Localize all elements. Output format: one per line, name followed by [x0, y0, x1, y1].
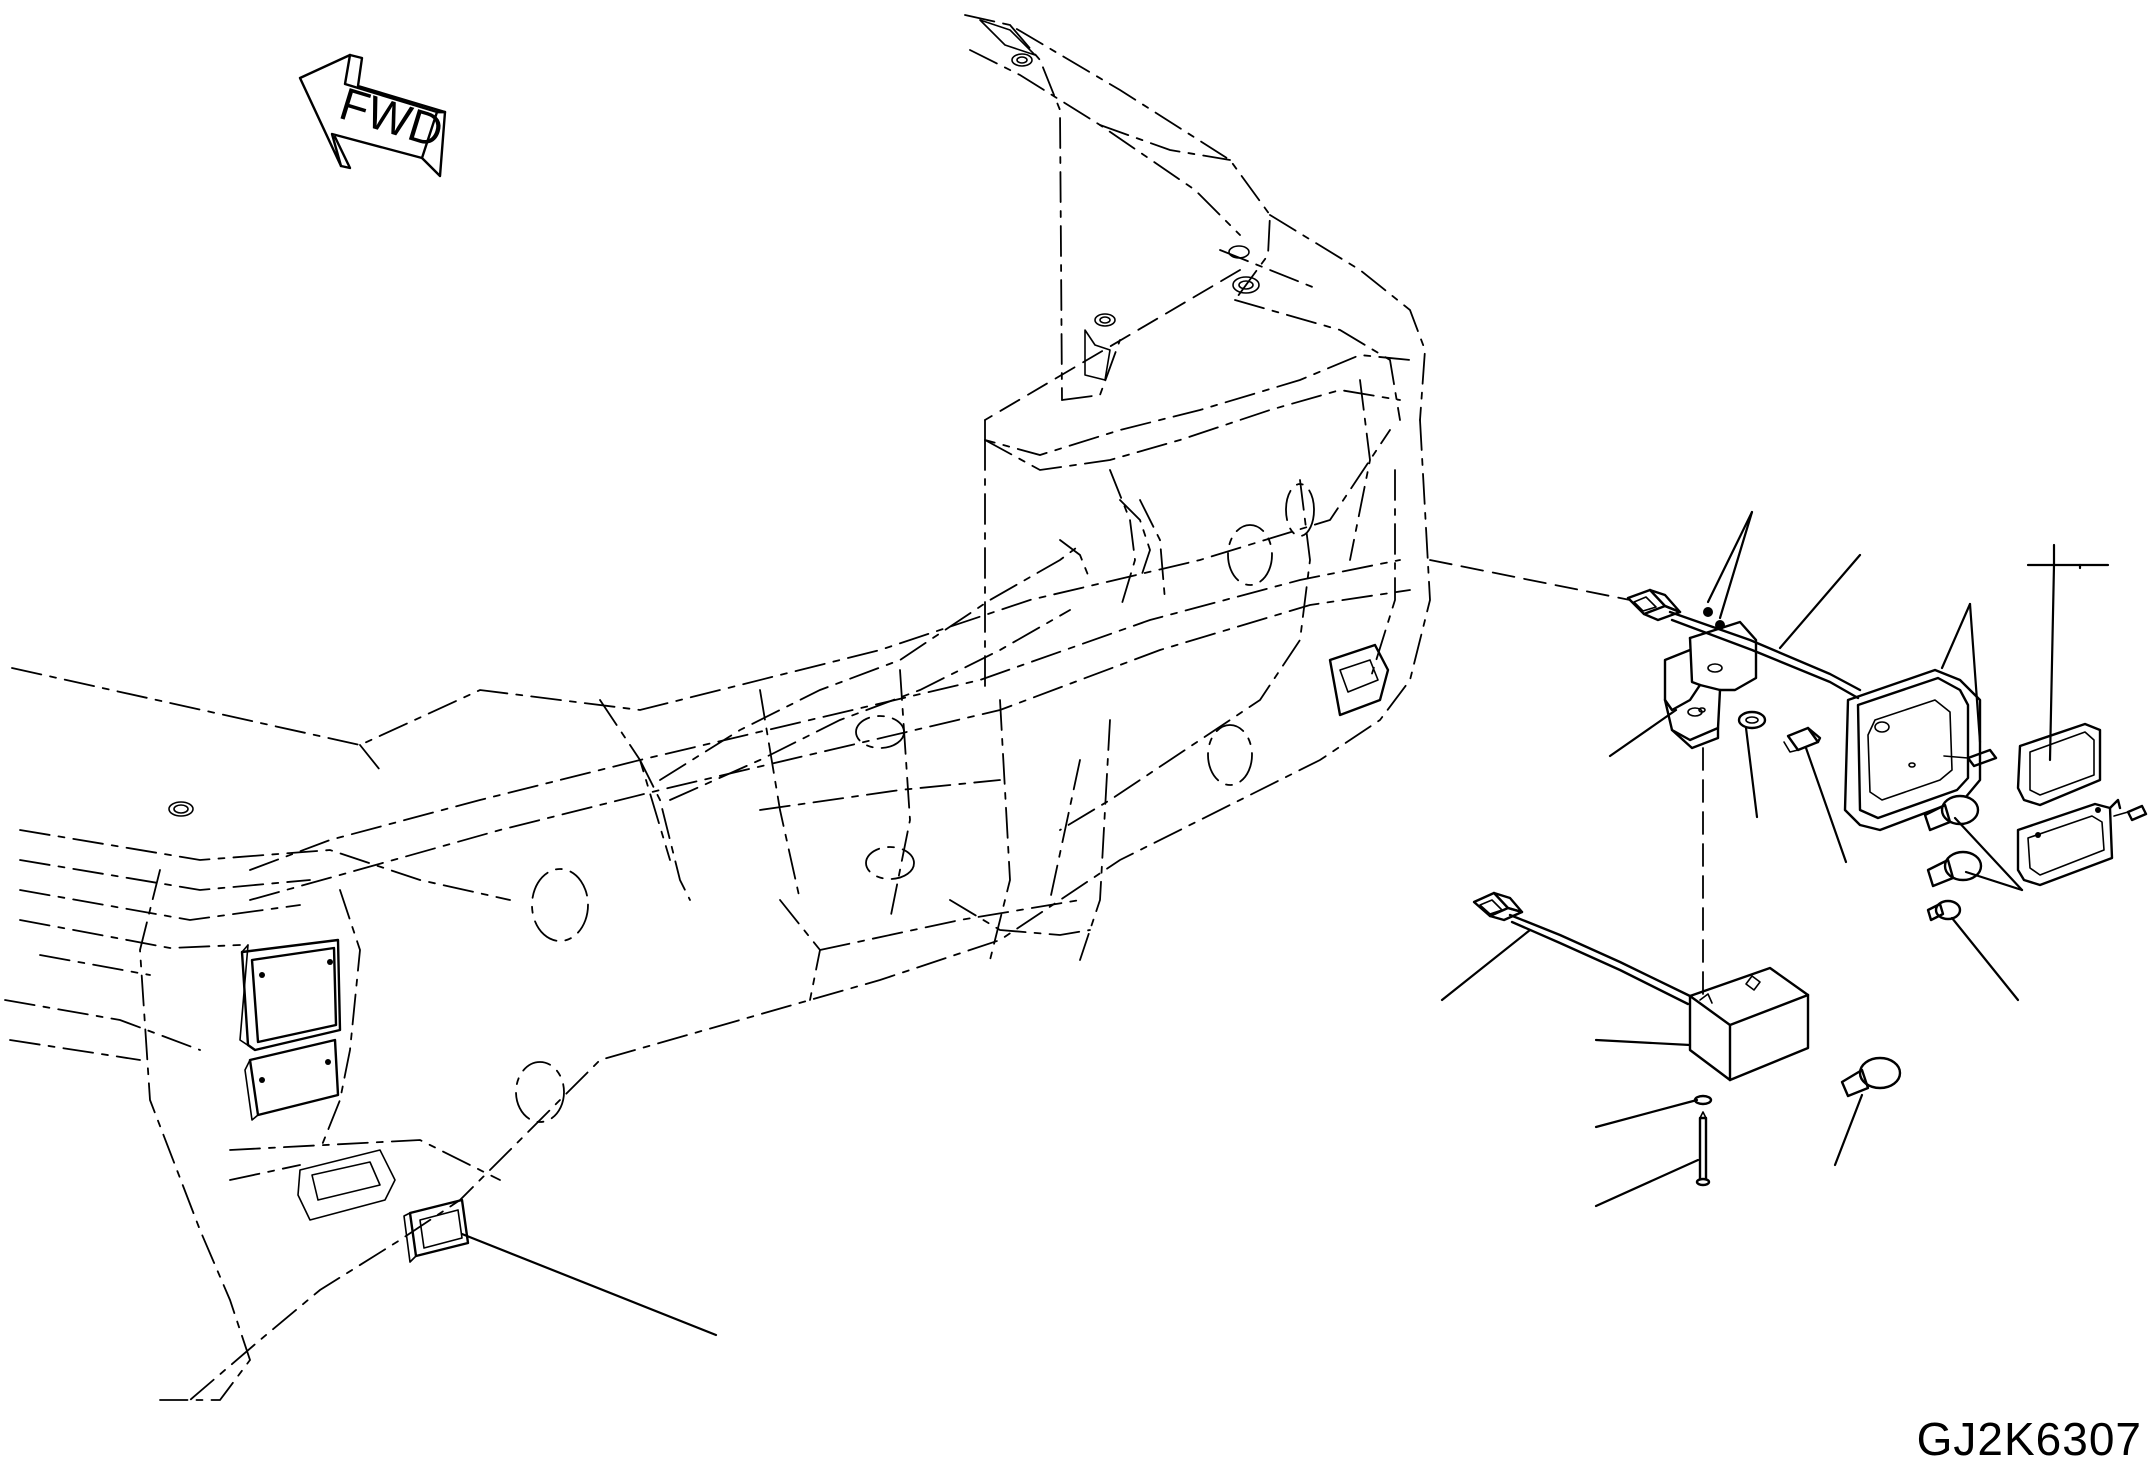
module-box-callout: [1594, 1038, 1692, 1047]
wire-harness-callout: [1778, 553, 1862, 650]
bolt-callout: [1804, 746, 1848, 864]
fwd-label: FWD: [334, 77, 449, 157]
reflector-callout: [460, 1232, 718, 1337]
spacer-callout: [1744, 726, 1759, 819]
lamp-bracket-assembly: [1626, 588, 1862, 753]
washer-pair-callout: [1706, 510, 1754, 604]
lamp-housing-callout: [1940, 602, 1972, 670]
connector-harness-callout: [1440, 928, 1532, 1002]
fwd-direction-arrow: FWD: [298, 53, 449, 178]
counterweight-body: [4, 14, 1431, 1401]
lamp-lens: [2016, 722, 2148, 887]
installed-right-lamp-pocket: [1328, 643, 1390, 717]
bracket-callout: [1608, 708, 1678, 758]
bulb-set-callout: [1953, 816, 2024, 892]
small-bulb-callout: [1950, 916, 2020, 1002]
bulb-set: [1840, 794, 1983, 1098]
callout-leaders: [460, 510, 2110, 1337]
long-bolt-callout: [1594, 1158, 1700, 1208]
washer-callout: [1594, 1098, 1699, 1129]
lamp-housing: [1843, 668, 1998, 832]
connector-harness: [1472, 891, 1692, 1006]
assembly-lines: [1429, 559, 1704, 1001]
installed-left-lamp: [239, 938, 396, 1221]
module-box: [1688, 966, 1810, 1082]
drawing-code-label: GJ2K6307: [1916, 1413, 2142, 1465]
washer-and-long-bolt: [1693, 1094, 1713, 1187]
large-bulb-callout: [1833, 1093, 1864, 1167]
reflector: [403, 1198, 470, 1263]
